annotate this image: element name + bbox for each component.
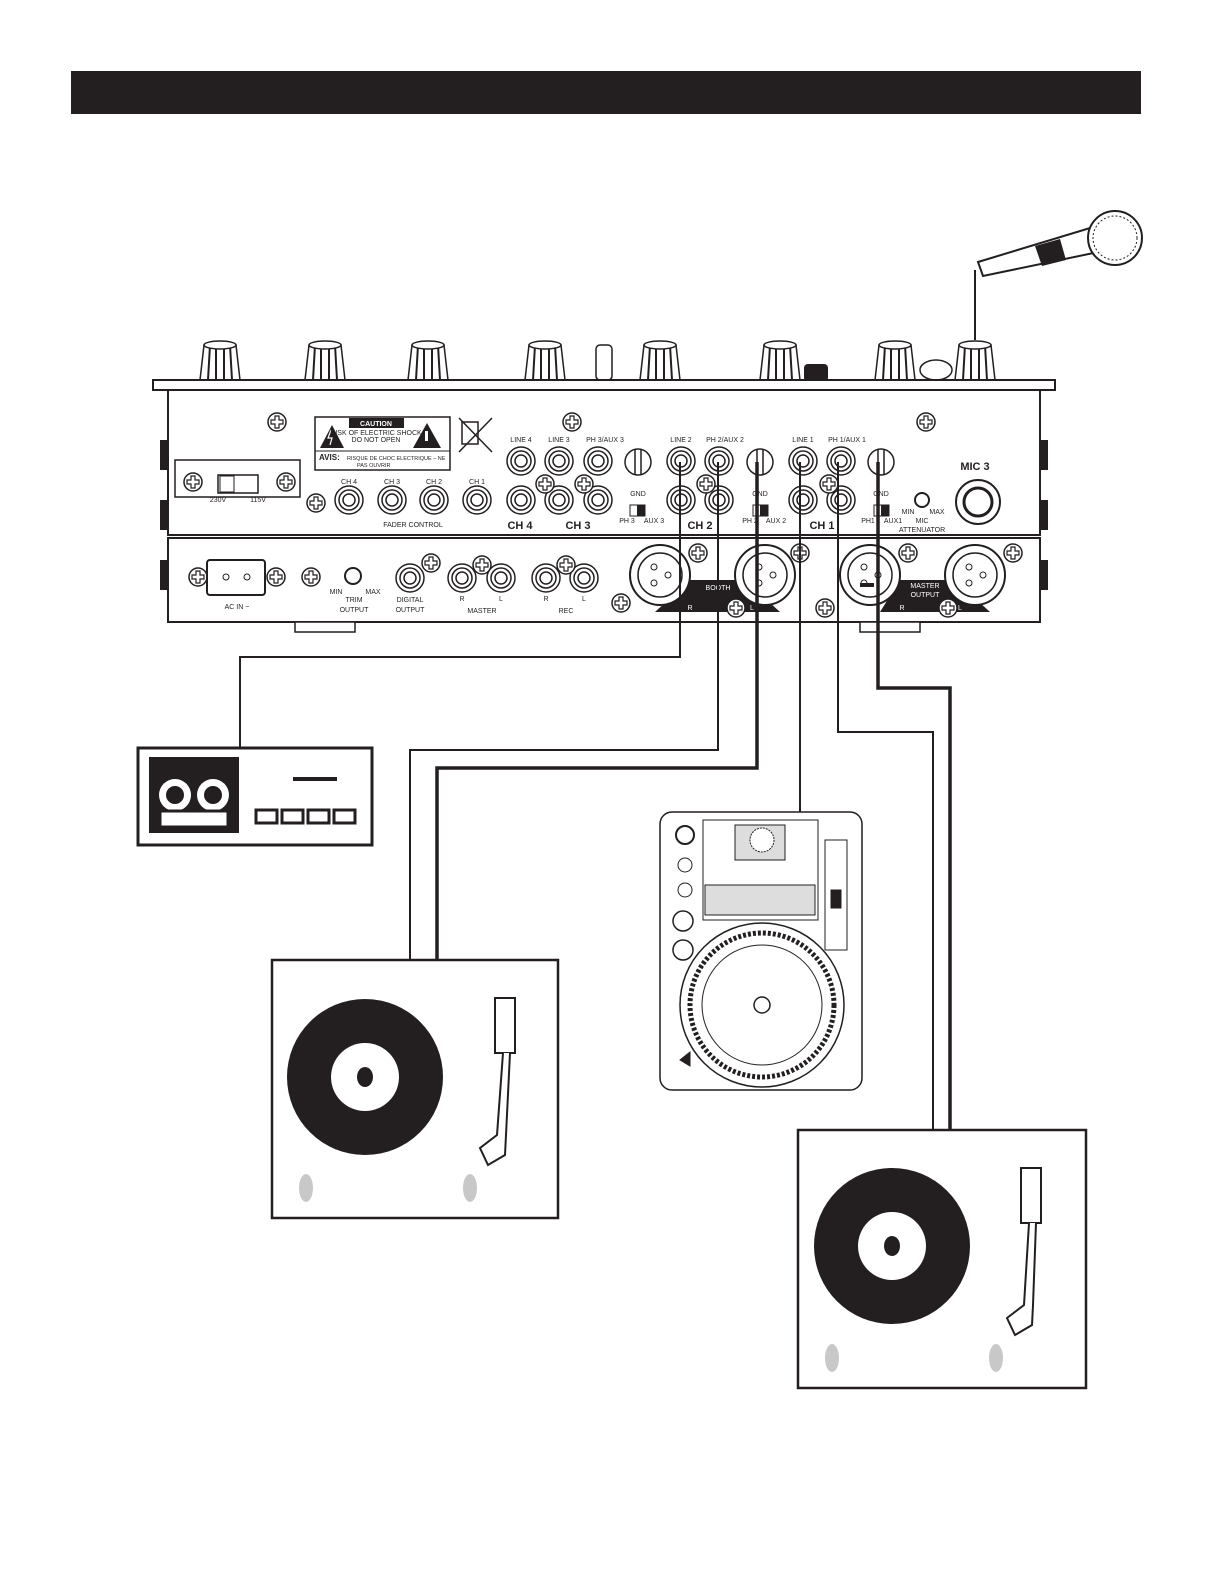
cable-ph2-turntable1 — [409, 462, 719, 960]
microphone — [976, 210, 1143, 278]
rec-label: REC — [559, 608, 574, 615]
lightning-warning-icon — [320, 425, 344, 448]
caution-sub1: RISK OF ELECTRIC SHOCK — [330, 430, 422, 437]
booth-l-label: L — [750, 605, 754, 612]
sw3-ph-label: PH 3 — [619, 518, 635, 525]
cable-line2-cassette — [239, 462, 681, 748]
avis-text: AVIS: — [319, 453, 340, 462]
cable-ph1-turntable2 — [837, 462, 934, 1130]
mic-max-label: MAX — [929, 509, 945, 516]
outputs-section: AC IN ~ MIN MAX TRIM OUTPUT DIGITAL OUTP… — [188, 543, 1023, 618]
cable-gnd1-turntable2 — [876, 462, 952, 1130]
sw3-aux-label: AUX 3 — [644, 518, 664, 525]
sw1-aux-label: AUX1 — [884, 518, 902, 525]
ph3-label: PH 3/AUX 3 — [586, 437, 624, 444]
booth-r-label: R — [687, 605, 692, 612]
line1-label: LINE 1 — [792, 437, 814, 444]
turntable-1 — [270, 958, 560, 1220]
cable-gnd2-turntable1 — [435, 462, 759, 960]
voltage-selector: 230V 115V — [174, 459, 301, 504]
mic-min-label: MIN — [902, 509, 915, 516]
mixer-rear-panel: CAUTION RISK OF ELECTRIC SHOCK DO NOT OP… — [152, 379, 1056, 633]
rec-r-label: R — [543, 596, 548, 603]
ac-in-label: AC IN ~ — [225, 604, 250, 611]
line3-label: LINE 3 — [548, 437, 570, 444]
master-out-r-label: R — [899, 605, 904, 612]
trim-label: TRIM — [345, 597, 362, 604]
line4-label: LINE 4 — [510, 437, 532, 444]
mic-att2-label: ATTENUATOR — [899, 527, 945, 534]
voltage-115-label: 115V — [250, 497, 266, 504]
cassette-deck — [136, 746, 374, 847]
master-output-label2: OUTPUT — [911, 592, 941, 599]
trim-output-label: OUTPUT — [340, 607, 370, 614]
turntable-2 — [796, 1128, 1088, 1390]
cd-player — [659, 811, 863, 1091]
fader-control-jacks: CH 4 CH 3 CH 2 CH 1 FADER CONTROL — [306, 479, 492, 529]
avis-text1: RISQUE DE CHOC ELECTRIQUE – NE — [347, 456, 446, 462]
channel-inputs: LINE 4 LINE 3 PH 3/AUX 3 LINE 2 PH 2/AUX… — [506, 437, 902, 532]
caution-label: CAUTION RISK OF ELECTRIC SHOCK DO NOT OP… — [314, 416, 451, 471]
mic3-section: MIN MAX MIC ATTENUATOR MIC 3 — [899, 461, 1001, 534]
digital-label: DIGITAL — [397, 597, 424, 604]
caution-text: CAUTION — [360, 421, 392, 428]
trim-min-label: MIN — [330, 589, 343, 596]
fader-ch4-label: CH 4 — [341, 479, 357, 486]
mic3-label: MIC 3 — [960, 461, 989, 473]
sw2-ph-label: PH 2 — [742, 518, 758, 525]
gnd1-label: GND — [873, 491, 889, 498]
gnd2-label: GND — [752, 491, 768, 498]
master-output-label: MASTER — [910, 583, 939, 590]
sw2-aux-label: AUX 2 — [766, 518, 786, 525]
line2-label: LINE 2 — [670, 437, 692, 444]
fader-ch2-label: CH 2 — [426, 479, 442, 486]
ch1-label: CH 1 — [809, 520, 834, 532]
ph1-label: PH 1/AUX 1 — [828, 437, 866, 444]
fader-ch1-label: CH 1 — [469, 479, 485, 486]
digital-output-label: OUTPUT — [396, 607, 426, 614]
ch2-label: CH 2 — [687, 520, 712, 532]
gnd3-label: GND — [630, 491, 646, 498]
avis-text2: PAS OUVRIR — [357, 463, 391, 469]
ch4-label: CH 4 — [507, 520, 533, 532]
rec-l-label: L — [582, 596, 586, 603]
voltage-230-label: 230V — [210, 497, 227, 504]
sw1-ph-label: PH1 — [861, 518, 875, 525]
fader-ch3-label: CH 3 — [384, 479, 400, 486]
mixer-top-knobs — [199, 340, 996, 382]
master-label: MASTER — [467, 608, 496, 615]
fader-control-label: FADER CONTROL — [383, 522, 443, 529]
mic-att1-label: MIC — [916, 518, 929, 525]
ch3-label: CH 3 — [565, 520, 590, 532]
ph2-label: PH 2/AUX 2 — [706, 437, 744, 444]
crossed-bin-icon — [458, 417, 493, 453]
master-out-l-label: L — [958, 605, 962, 612]
caution-sub2: DO NOT OPEN — [352, 437, 401, 444]
master-l-label: L — [499, 596, 503, 603]
cables — [239, 270, 976, 1130]
trim-max-label: MAX — [365, 589, 381, 596]
header-bar — [71, 71, 1141, 114]
master-r-label: R — [459, 596, 464, 603]
